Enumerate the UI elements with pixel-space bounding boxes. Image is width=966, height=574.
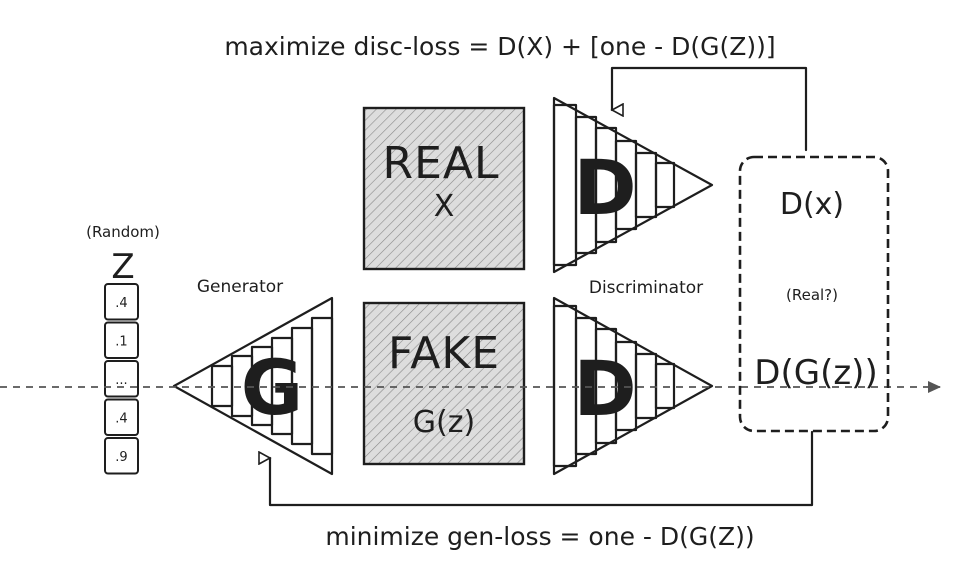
gen-feedback-arrow bbox=[270, 430, 814, 507]
z-cell-value: .4 bbox=[115, 412, 127, 427]
z-cell-value: ... bbox=[115, 373, 127, 388]
z-cell: .4 bbox=[104, 283, 139, 321]
z-cell: ... bbox=[104, 360, 139, 398]
z-name: Z bbox=[111, 247, 134, 287]
z-cell-value: .4 bbox=[115, 296, 127, 311]
output-dgz: D(G(z)) bbox=[754, 353, 877, 393]
z-cell-value: .1 bbox=[115, 335, 127, 350]
bottom-formula: minimize gen-loss = one - D(G(Z)) bbox=[325, 522, 754, 551]
generator-network: G bbox=[172, 296, 334, 476]
discriminator-label: Discriminator bbox=[589, 278, 703, 298]
discriminator-letter-top: D bbox=[573, 143, 636, 232]
fake-gz-label: G(z) bbox=[413, 405, 475, 440]
discriminator-top: D bbox=[552, 96, 714, 274]
discriminator-letter-bottom: D bbox=[573, 344, 636, 433]
fake-label: FAKE bbox=[388, 328, 500, 379]
z-cell: .4 bbox=[104, 398, 139, 436]
z-cell-value: .9 bbox=[115, 450, 127, 465]
real-data-box: REAL X bbox=[362, 106, 526, 271]
output-dx: D(x) bbox=[780, 187, 844, 222]
z-random-caption: (Random) bbox=[86, 223, 160, 241]
generator-label: Generator bbox=[197, 277, 283, 297]
z-cell: .1 bbox=[104, 321, 139, 359]
z-vector: (Random) Z .4 .1... .4 .9 bbox=[86, 223, 160, 475]
fake-data-box: FAKE G(z) bbox=[362, 301, 526, 466]
top-formula: maximize disc-loss = D(X) + [one - D(G(Z… bbox=[224, 32, 775, 61]
real-label: REAL bbox=[383, 138, 500, 189]
z-cell: .9 bbox=[104, 437, 139, 475]
output-real-question: (Real?) bbox=[786, 286, 838, 304]
output-box: D(x) (Real?) D(G(z)) bbox=[738, 155, 890, 433]
disc-feedback-arrow bbox=[612, 66, 808, 152]
discriminator-bottom: D bbox=[552, 296, 714, 476]
real-x-label: X bbox=[434, 189, 455, 224]
